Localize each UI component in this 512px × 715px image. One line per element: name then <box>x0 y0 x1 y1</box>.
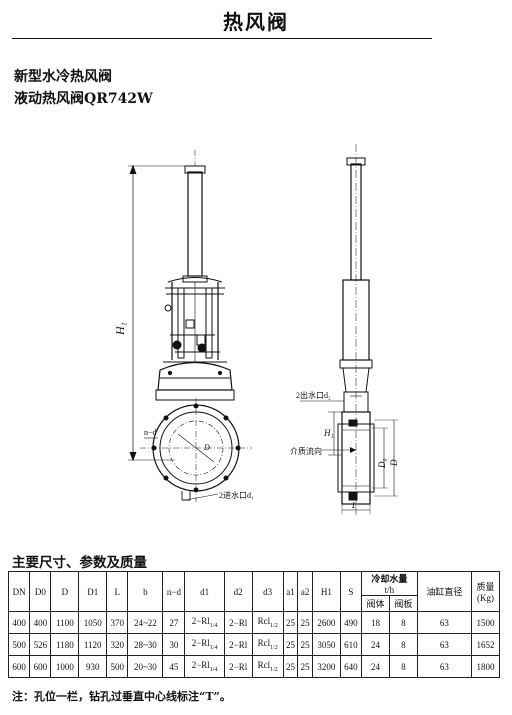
cell-d0: 600 <box>29 655 52 678</box>
header-d2: d2 <box>223 571 253 612</box>
nd-label: n−d <box>144 428 157 437</box>
title-rule <box>12 38 432 39</box>
header-cylinder: 油缸直径 <box>416 571 472 612</box>
cell-body: 24 <box>361 655 390 678</box>
cell-d1: 930 <box>78 655 108 678</box>
header-l: L <box>106 571 129 612</box>
cell-d: 1000 <box>50 655 80 678</box>
inlet-label: 2进水口d₁ <box>219 490 254 500</box>
cell-d1-pipe: 2−Rl1/4 <box>184 611 225 634</box>
footnote: 注：孔位一栏，钻孔过垂直中心线标注“T”。 <box>12 690 231 703</box>
header-d3: d3 <box>251 571 284 612</box>
cell-a1: 25 <box>282 655 299 678</box>
cell-d1: 1050 <box>78 611 108 634</box>
cell-plate: 8 <box>388 611 418 634</box>
cell-dn: 500 <box>7 633 31 656</box>
cell-s: 640 <box>339 655 363 678</box>
valve-drawing: H₁ D <box>113 144 399 515</box>
section-heading: 主要尺寸、参数及质量 <box>12 555 147 571</box>
cell-b: 20~30 <box>127 655 164 678</box>
cell-mass: 1500 <box>470 611 501 634</box>
table-row: 400 400 1100 1050 370 24~22 27 2−Rl1/4 2… <box>7 611 501 634</box>
cell-d3: Rcl1/2 <box>251 633 284 656</box>
l-label: L <box>351 501 357 510</box>
cell-cylinder: 63 <box>416 611 472 634</box>
cell-plate: 8 <box>388 633 418 656</box>
spec-table: DN D0 D D1 L b n−d d1 d2 d3 a1 a2 H1 S 冷… <box>7 571 501 678</box>
cell-d2: 2−Rl <box>223 611 253 634</box>
cell-h1: 2600 <box>311 611 341 634</box>
cell-nd: 27 <box>162 611 186 634</box>
header-d0: D0 <box>29 571 52 612</box>
d-circle-label: D <box>203 443 210 452</box>
header-nd: n−d <box>162 571 186 612</box>
cell-b: 28~30 <box>127 633 164 656</box>
cell-a2: 25 <box>297 633 313 656</box>
cell-d2: 2−Rl <box>223 633 253 656</box>
h1-label: H₁ <box>113 322 127 336</box>
subtitle-1: 新型水冷热风阀 <box>14 69 112 85</box>
table-row: 500 526 1180 1120 320 28~30 30 2−Rl1/4 2… <box>7 633 501 656</box>
cell-l: 370 <box>106 611 129 634</box>
front-view: H₁ D <box>113 150 254 502</box>
cell-d3: Rcl1/2 <box>251 655 284 678</box>
header-d1: D1 <box>78 571 108 612</box>
cell-nd: 30 <box>162 633 186 656</box>
header-cooling-body: 阀体 <box>361 595 390 612</box>
table-row: 600 600 1000 930 500 20~30 45 2−Rl1/4 2−… <box>7 655 501 678</box>
cell-a2: 25 <box>297 611 313 634</box>
cell-mass: 1800 <box>470 655 501 678</box>
cell-a1: 25 <box>282 611 299 634</box>
cell-nd: 45 <box>162 655 186 678</box>
d-label: D <box>389 459 399 467</box>
cell-d0: 526 <box>29 633 52 656</box>
cell-s: 610 <box>339 633 363 656</box>
cell-cylinder: 63 <box>416 655 472 678</box>
cell-l: 320 <box>106 633 129 656</box>
cell-body: 24 <box>361 633 390 656</box>
cell-d: 1100 <box>50 611 80 634</box>
header-d: D <box>50 571 80 612</box>
cell-mass: 1652 <box>470 633 501 656</box>
cell-body: 18 <box>361 611 390 634</box>
header-h1: H1 <box>311 571 341 612</box>
page-title: 热风阀 <box>223 10 289 34</box>
cell-a1: 25 <box>282 633 299 656</box>
header-s: S <box>339 571 363 612</box>
header-d1-pipe: d1 <box>184 571 225 612</box>
cell-plate: 8 <box>388 655 418 678</box>
cell-h1: 3200 <box>311 655 341 678</box>
outlet-label: 2出水口d₂ <box>296 390 331 400</box>
d0-label: D₀ <box>377 458 387 469</box>
cell-d1-pipe: 2−Rl1/4 <box>184 633 225 656</box>
cell-a2: 25 <box>297 655 313 678</box>
cell-d3: Rcl1/2 <box>251 611 284 634</box>
flow-label: 介质流向 <box>290 446 322 456</box>
cell-s: 490 <box>339 611 363 634</box>
subtitle-2: 液动热风阀QR742W <box>14 91 153 107</box>
header-cooling-plate: 阀板 <box>388 595 418 612</box>
cell-h1: 3050 <box>311 633 341 656</box>
header-mass: 质量(Kg) <box>470 571 501 612</box>
cell-d1: 1120 <box>78 633 108 656</box>
cell-d: 1180 <box>50 633 80 656</box>
cell-dn: 400 <box>7 611 31 634</box>
h1-side-label: H₁ <box>323 428 334 438</box>
cell-d1-pipe: 2−Rl1/4 <box>184 655 225 678</box>
header-dn: DN <box>7 571 31 612</box>
side-view: 2出水口d₂ H₁ 介质流向 D₀ D L <box>290 144 399 515</box>
header-b: b <box>127 571 164 612</box>
header-a1: a1 <box>282 571 299 612</box>
cell-dn: 600 <box>7 655 31 678</box>
header-a2: a2 <box>297 571 313 612</box>
cell-b: 24~22 <box>127 611 164 634</box>
cell-cylinder: 63 <box>416 633 472 656</box>
cell-d0: 400 <box>29 611 52 634</box>
cell-d2: 2−Rl <box>223 655 253 678</box>
cell-l: 500 <box>106 655 129 678</box>
